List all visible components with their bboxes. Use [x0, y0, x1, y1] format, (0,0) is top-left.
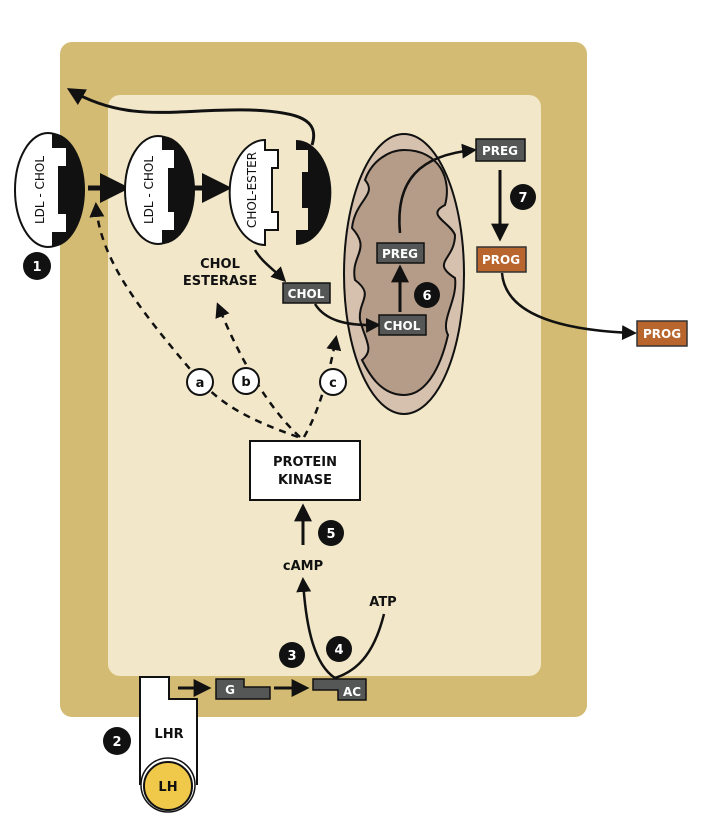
- substep-a: a: [186, 368, 214, 396]
- step-5-label: 5: [326, 527, 335, 542]
- ldl-chol-receptor-1: LDL - CHOL: [14, 132, 85, 248]
- adenylyl-cyclase-box: [312, 678, 367, 701]
- step-1-label: 1: [32, 260, 41, 275]
- step-2-badge: [103, 727, 131, 755]
- chol-cyto-label: CHOL: [288, 287, 325, 301]
- protein-kinase-label-2: KINASE: [278, 473, 332, 488]
- ldl-chol-label-2: LDL - CHOL: [142, 156, 156, 224]
- lh-label: LH: [158, 780, 177, 795]
- step-4-label: 4: [334, 643, 343, 658]
- prog-out-label: PROG: [643, 327, 681, 341]
- step-6-badge: [414, 282, 440, 308]
- protein-kinase-box: [249, 440, 361, 501]
- step-3-badge: [279, 642, 305, 668]
- substep-b-label: b: [241, 375, 250, 390]
- preg-mito-label: PREG: [382, 247, 418, 261]
- ac-label: AC: [343, 685, 361, 699]
- lhr-label: LHR: [154, 727, 183, 742]
- ac-to-camp-arrow: [296, 577, 336, 680]
- recycle-arrow: [66, 88, 316, 146]
- dashed-path-a: [89, 202, 299, 439]
- preg-export-arrow: [398, 143, 477, 234]
- chol-mito-box: [378, 314, 427, 336]
- step-7-badge: [510, 184, 536, 210]
- step-6-label: 6: [422, 289, 431, 304]
- chol-ester-label: CHOL-ESTER: [245, 152, 259, 228]
- ldl-chol-receptor-2: LDL - CHOL: [124, 135, 195, 245]
- chol-cyto-box: [282, 282, 331, 304]
- camp-label: cAMP: [283, 559, 323, 574]
- preg-mito-box: [376, 242, 425, 264]
- atp-to-ac-curve: [334, 613, 386, 680]
- protein-kinase-label-1: PROTEIN: [273, 455, 337, 470]
- ester-to-chol-arrow: [253, 249, 287, 283]
- substep-b: b: [232, 367, 260, 395]
- ldl-chol-label-1: LDL - CHOL: [33, 156, 47, 224]
- preg-cyto-label: PREG: [482, 144, 518, 158]
- step-7-label: 7: [518, 191, 527, 206]
- substep-c: c: [319, 368, 347, 396]
- mitochondrion: [343, 133, 465, 415]
- chol-mito-label: CHOL: [384, 319, 421, 333]
- chol-esterase-label-1: CHOL: [200, 257, 240, 272]
- lh-receptor: [139, 676, 198, 785]
- step-4-badge: [326, 636, 352, 662]
- chol-ester-vesicle: CHOL-ESTER: [228, 138, 332, 247]
- chol-esterase-label-2: ESTERASE: [183, 274, 257, 289]
- step-2-label: 2: [112, 735, 121, 750]
- prog-cyto-label: PROG: [482, 253, 520, 267]
- step-3-label: 3: [287, 649, 296, 664]
- preg-cyto-box: [475, 138, 526, 162]
- atp-label: ATP: [369, 595, 396, 610]
- g-protein-label: G: [225, 683, 235, 697]
- g-protein-box: [215, 678, 271, 700]
- step-5-badge: [318, 520, 344, 546]
- prog-out-box: [636, 320, 688, 347]
- dashed-path-c: [302, 335, 342, 438]
- chol-import-arrow: [313, 303, 381, 333]
- prog-export-arrow: [500, 272, 637, 341]
- substep-c-label: c: [329, 376, 337, 391]
- prog-cyto-box: [476, 246, 527, 273]
- lh-hormone: [143, 761, 193, 811]
- step-1-badge: [23, 252, 51, 280]
- substep-a-label: a: [196, 376, 205, 391]
